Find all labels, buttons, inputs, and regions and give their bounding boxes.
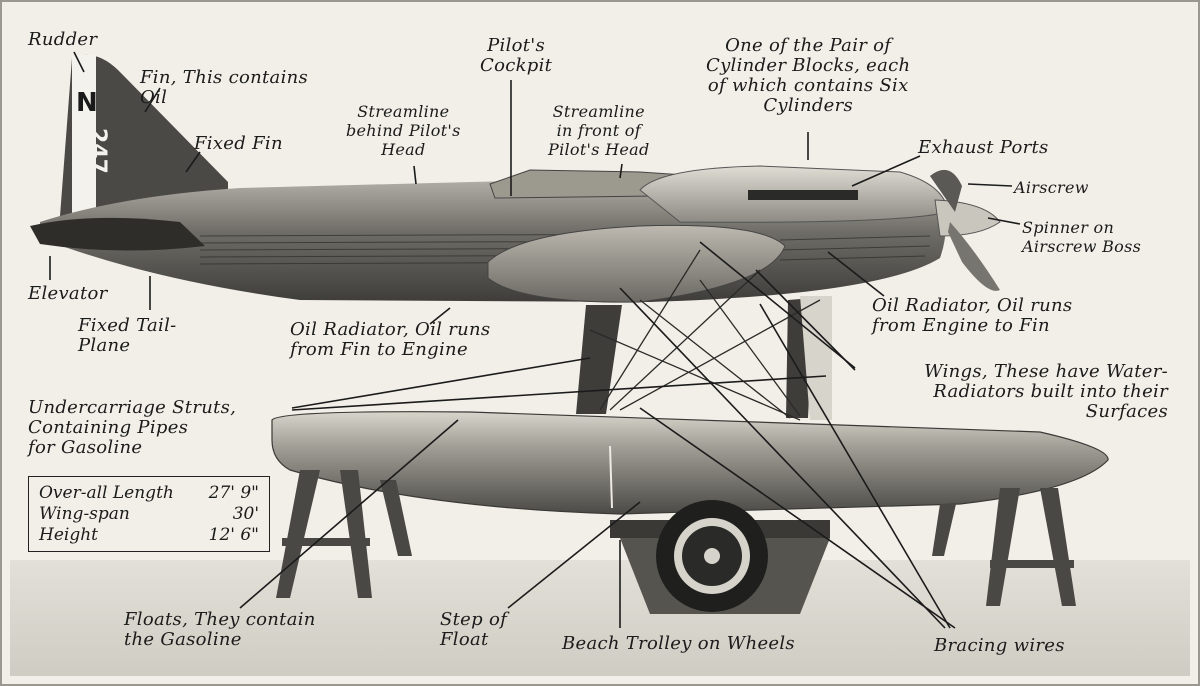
label-undercarriage: Undercarriage Struts, Containing Pipes f… (28, 397, 237, 458)
label-oil-radiator-fin-engine: Oil Radiator, Oil runs from Fin to Engin… (290, 319, 491, 360)
label-streamline-front: Streamline in front of Pilot's Head (548, 102, 650, 159)
label-fin: Fin, This contains Oil (140, 67, 309, 108)
registration-number: 247 (85, 128, 110, 174)
exhaust-ports (748, 190, 858, 200)
wing (487, 224, 786, 303)
float-step-line (609, 445, 613, 509)
beach-trolley (610, 500, 830, 614)
label-step-of-float: Step of Float (440, 609, 508, 650)
label-bracing-wires: Bracing wires (934, 635, 1065, 656)
rudder-stripe (72, 55, 96, 215)
label-streamline-behind: Streamline behind Pilot's Head (346, 102, 461, 159)
spec-value: 12' 6" (208, 525, 259, 545)
label-floats: Floats, They contain the Gasoline (124, 609, 316, 650)
spec-name: Wing-span (39, 504, 130, 524)
label-elevator: Elevator (28, 283, 108, 304)
spec-name: Over-all Length (39, 483, 174, 503)
undercarriage-strut-front (576, 305, 622, 414)
specifications-box: Over-all Length 27' 9" Wing-span 30' Hei… (28, 476, 270, 552)
label-beach-trolley: Beach Trolley on Wheels (562, 633, 795, 654)
propeller-blade-bottom (948, 222, 1000, 291)
strut-fairing (800, 296, 832, 420)
label-exhaust-ports: Exhaust Ports (918, 137, 1049, 158)
bracing-wires (589, 249, 821, 421)
label-oil-radiator-engine-fin: Oil Radiator, Oil runs from Engine to Fi… (872, 295, 1073, 336)
spec-row-length: Over-all Length 27' 9" (39, 483, 259, 504)
label-airscrew: Airscrew (1014, 178, 1089, 197)
propeller-blade-top (930, 169, 962, 212)
label-fixed-fin: Fixed Fin (194, 133, 283, 154)
registration-letter: N (76, 88, 98, 118)
trestle-stands (276, 470, 1076, 606)
leader-lines (49, 51, 1021, 629)
spec-row-height: Height 12' 6" (39, 525, 259, 546)
spec-value: 27' 9" (208, 483, 259, 503)
tail-fin (60, 54, 228, 216)
spec-value: 30' (232, 504, 259, 524)
spec-row-wingspan: Wing-span 30' (39, 504, 259, 525)
label-spinner: Spinner on Airscrew Boss (1022, 218, 1142, 256)
label-fixed-tailplane: Fixed Tail- Plane (78, 315, 177, 356)
label-pilots-cockpit: Pilot's Cockpit (480, 35, 553, 76)
label-wings: Wings, These have Water- Radiators built… (924, 361, 1168, 422)
spec-name: Height (39, 525, 98, 545)
label-rudder: Rudder (28, 29, 98, 50)
label-cylinder-blocks: One of the Pair of Cylinder Blocks, each… (706, 35, 911, 116)
tailplane (30, 217, 205, 251)
